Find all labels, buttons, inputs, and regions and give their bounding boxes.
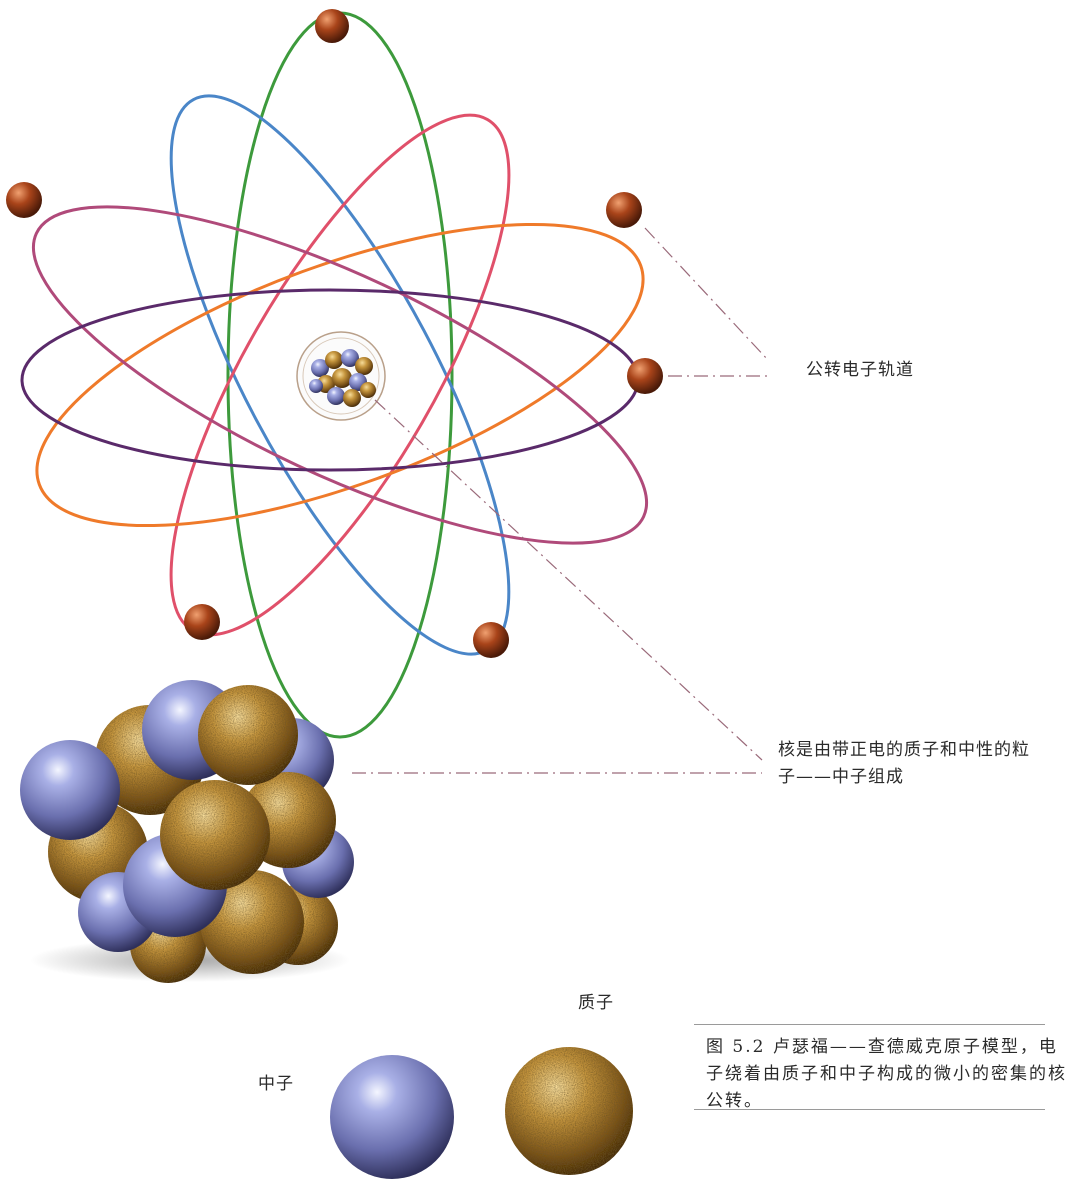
proton-sample bbox=[505, 1047, 633, 1175]
orbit-label: 公转电子轨道 bbox=[806, 360, 914, 380]
proton-label: 质子 bbox=[578, 993, 614, 1013]
electron bbox=[315, 9, 349, 43]
proton bbox=[160, 780, 270, 890]
small-nucleus bbox=[296, 331, 386, 421]
leader-nucleus-diagonal bbox=[374, 399, 763, 761]
leader-orbit-diagonal bbox=[644, 227, 769, 361]
neutron-sample bbox=[330, 1055, 454, 1179]
proton bbox=[200, 870, 304, 974]
figure-caption: 图 5.2 卢瑟福——查德威克原子模型，电子绕着由质子和中子构成的微小的密集的核… bbox=[694, 1024, 1065, 1111]
electron bbox=[6, 182, 42, 218]
atom-model-diagram bbox=[6, 9, 769, 1179]
electron bbox=[473, 622, 509, 658]
electron bbox=[627, 358, 663, 394]
orbit-magenta bbox=[31, 205, 649, 545]
electrons bbox=[6, 9, 663, 658]
caption-text: 图 5.2 卢瑟福——查德威克原子模型，电子绕着由质子和中子构成的微小的密集的核… bbox=[706, 1037, 1067, 1111]
leader-lines bbox=[352, 227, 769, 774]
electron bbox=[606, 192, 642, 228]
proton bbox=[198, 685, 298, 785]
enlarged-nucleus bbox=[20, 680, 354, 983]
neutron-label: 中子 bbox=[258, 1074, 294, 1094]
orbit-orange bbox=[35, 222, 645, 528]
electron bbox=[184, 604, 220, 640]
neutron bbox=[20, 740, 120, 840]
nucleus-label: 核是由带正电的质子和中性的粒子——中子组成 bbox=[778, 740, 1030, 787]
